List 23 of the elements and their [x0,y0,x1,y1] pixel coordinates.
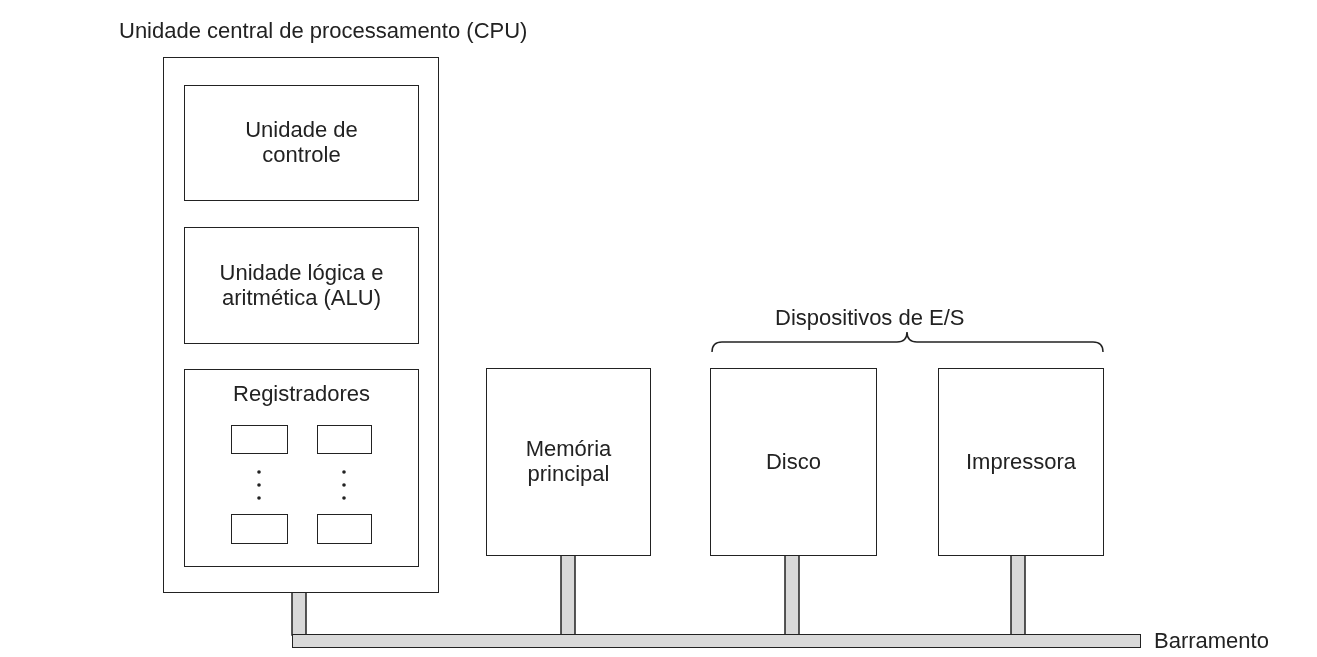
register-box [317,425,372,454]
unit-box [184,85,419,201]
group-label: Dispositivos de E/S [775,305,965,331]
node-label: Unidade lógica e aritmética (ALU) [218,260,385,311]
cpu-heading: Unidade central de processamento (CPU) [119,18,528,44]
register-box [231,514,288,544]
bus-connector [291,592,307,636]
register-box [231,425,288,454]
node-label: Impressora [965,449,1076,475]
device-box [486,368,651,556]
node-label: Disco [766,449,821,475]
bus-connector [784,555,800,636]
device-box [710,368,877,556]
bus-label: Barramento [1154,628,1269,654]
bus-connector [560,555,576,636]
node-label: Unidade de controle [244,118,359,168]
device-box [938,368,1104,556]
cpu-box [184,369,419,567]
unit-box [184,227,419,344]
node-label: Memória principal [524,437,613,487]
register-box [317,514,372,544]
bus-connector [1010,555,1026,636]
node-label: Registradores [233,380,370,407]
